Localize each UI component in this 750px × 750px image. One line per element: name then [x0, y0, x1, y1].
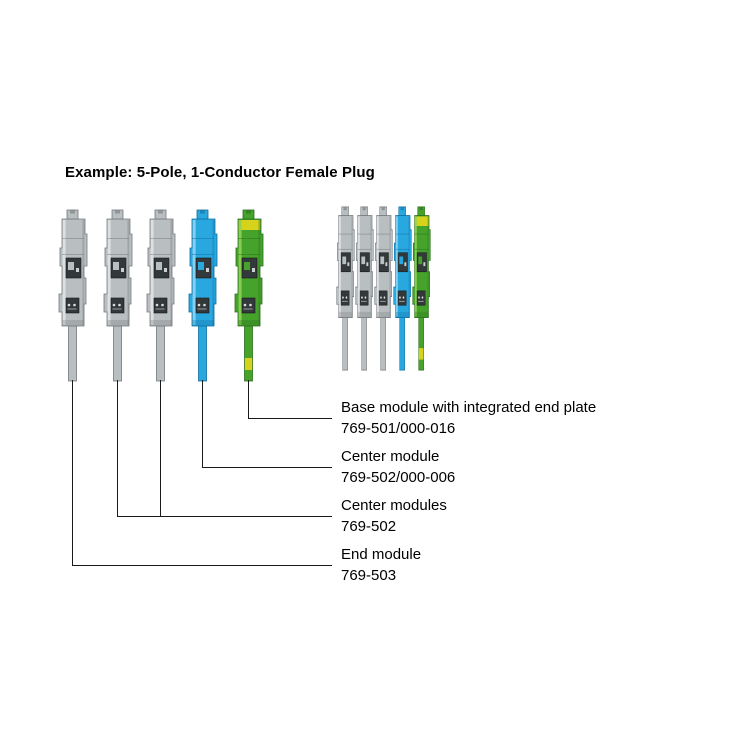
figure-title: Example: 5-Pole, 1-Conductor Female Plug — [65, 164, 375, 181]
base-module-ground-assembled — [412, 205, 431, 372]
leader-line-center-gray-vertical-2 — [160, 380, 161, 516]
label-center-module-number: 769-502/000-006 — [341, 469, 456, 486]
label-base-module-number: 769-501/000-016 — [341, 420, 456, 437]
leader-line-center-gray-horizontal — [117, 516, 332, 517]
label-center-modules: Center modules 769-502 — [341, 495, 721, 537]
leader-line-base-vertical — [248, 380, 249, 418]
center-module-2-assembled — [374, 205, 393, 372]
base-module-ground-loose — [234, 208, 264, 383]
assembled-plug — [336, 205, 431, 372]
leader-line-center-blue-vertical — [202, 380, 203, 467]
label-center-module: Center module 769-502/000-006 — [341, 446, 721, 488]
center-module-1-loose — [103, 208, 133, 383]
leader-line-base-horizontal — [248, 418, 332, 419]
label-center-module-name: Center module — [341, 448, 440, 465]
end-module-loose — [58, 208, 88, 383]
label-base-module-name: Base module with integrated end plate — [341, 399, 597, 416]
center-module-blue-loose — [188, 208, 218, 383]
label-end-module-name: End module — [341, 546, 422, 563]
label-end-module: End module 769-503 — [341, 544, 721, 586]
label-center-modules-number: 769-502 — [341, 518, 397, 535]
center-module-2-loose — [146, 208, 176, 383]
label-center-modules-name: Center modules — [341, 497, 447, 514]
leader-line-center-gray-vertical-1 — [117, 380, 118, 516]
end-module-assembled — [336, 205, 355, 372]
label-end-module-number: 769-503 — [341, 567, 397, 584]
center-module-blue-assembled — [393, 205, 412, 372]
label-base-module: Base module with integrated end plate 76… — [341, 397, 721, 439]
center-module-1-assembled — [355, 205, 374, 372]
leader-line-end-horizontal — [72, 565, 332, 566]
leader-line-end-vertical — [72, 380, 73, 565]
leader-line-center-blue-horizontal — [202, 467, 332, 468]
